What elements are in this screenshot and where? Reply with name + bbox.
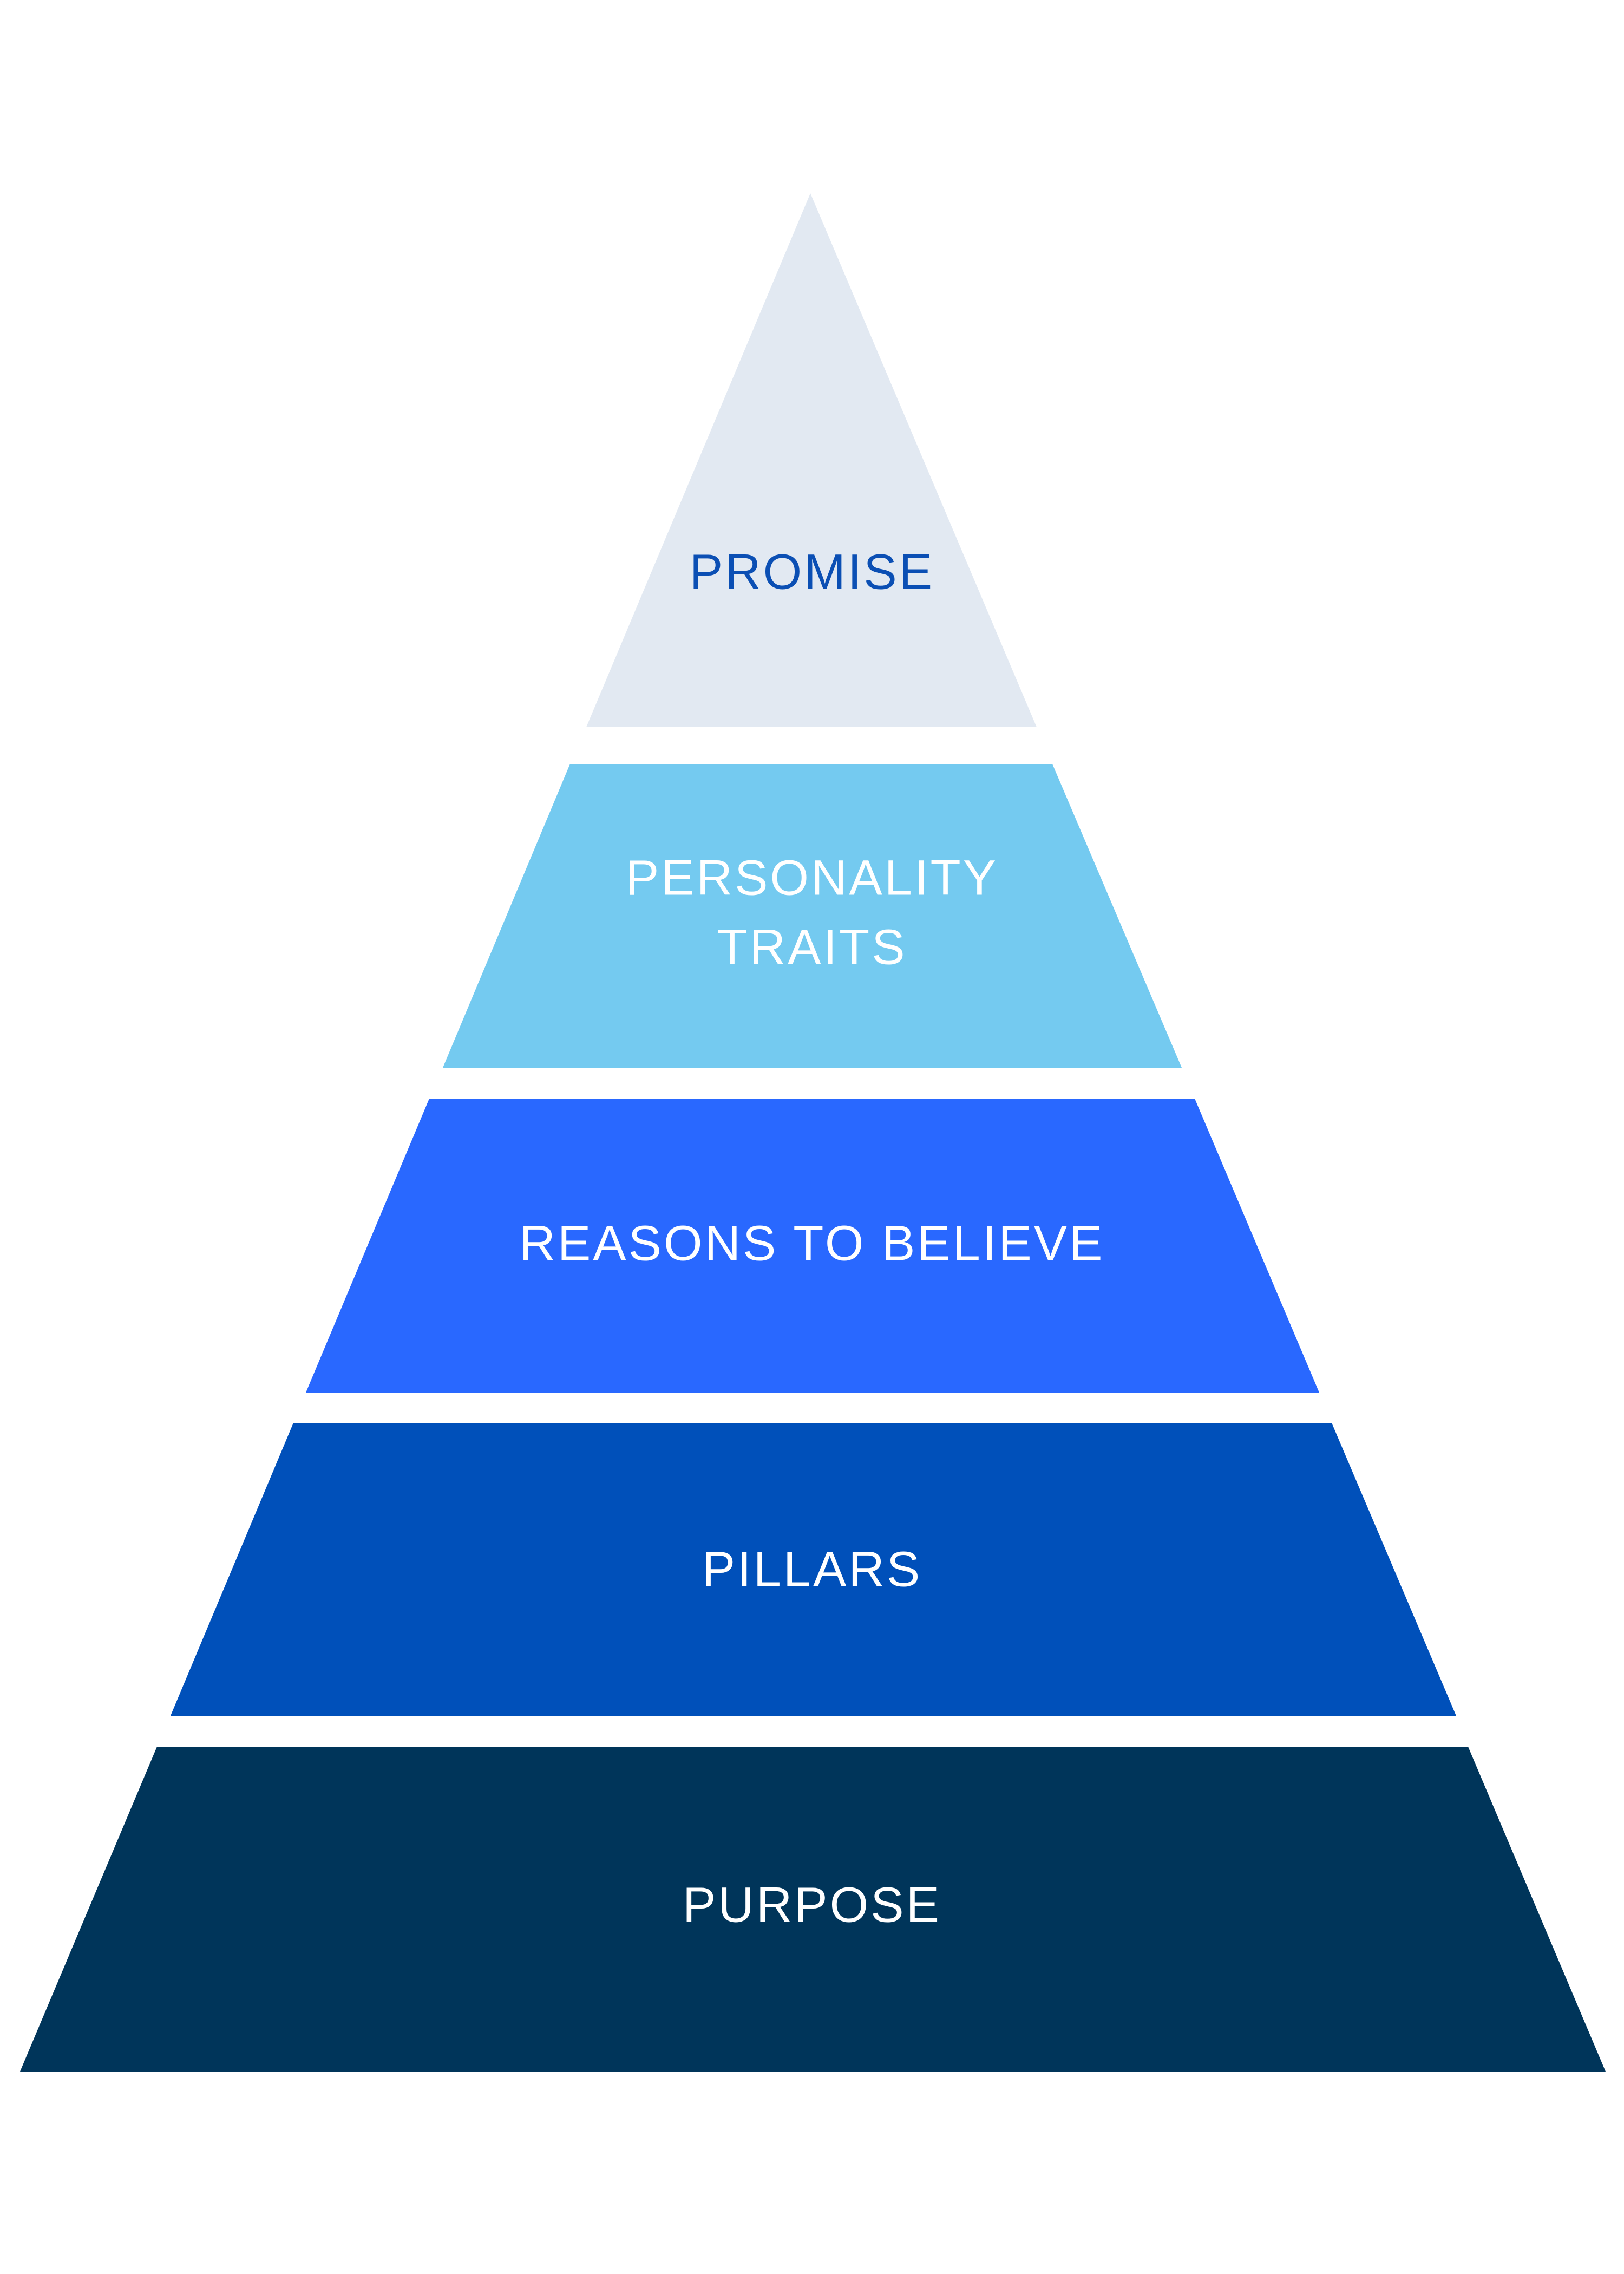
tier-label-personality-traits: TRAITS [717, 919, 907, 975]
tier-label-reasons-to-believe: REASONS TO BELIEVE [520, 1216, 1105, 1271]
tier-shape-reasons-to-believe [306, 1099, 1319, 1393]
tier-shape-promise [586, 193, 1037, 727]
tier-personality-traits: PERSONALITY TRAITS [443, 764, 1182, 1068]
tier-promise: PROMISE [586, 193, 1037, 727]
tier-label-promise: PROMISE [690, 544, 934, 599]
tier-purpose: PURPOSE [20, 1747, 1606, 2072]
tier-label-pillars: PILLARS [702, 1541, 922, 1597]
tier-label-personality-traits: PERSONALITY [626, 850, 998, 905]
tier-shape-purpose [20, 1747, 1606, 2072]
tier-shape-pillars [171, 1423, 1456, 1716]
tier-reasons-to-believe: REASONS TO BELIEVE [306, 1099, 1319, 1393]
tier-label-purpose: PURPOSE [683, 1877, 941, 1932]
tier-shape-personality-traits [443, 764, 1182, 1068]
tier-pillars: PILLARS [171, 1423, 1456, 1716]
